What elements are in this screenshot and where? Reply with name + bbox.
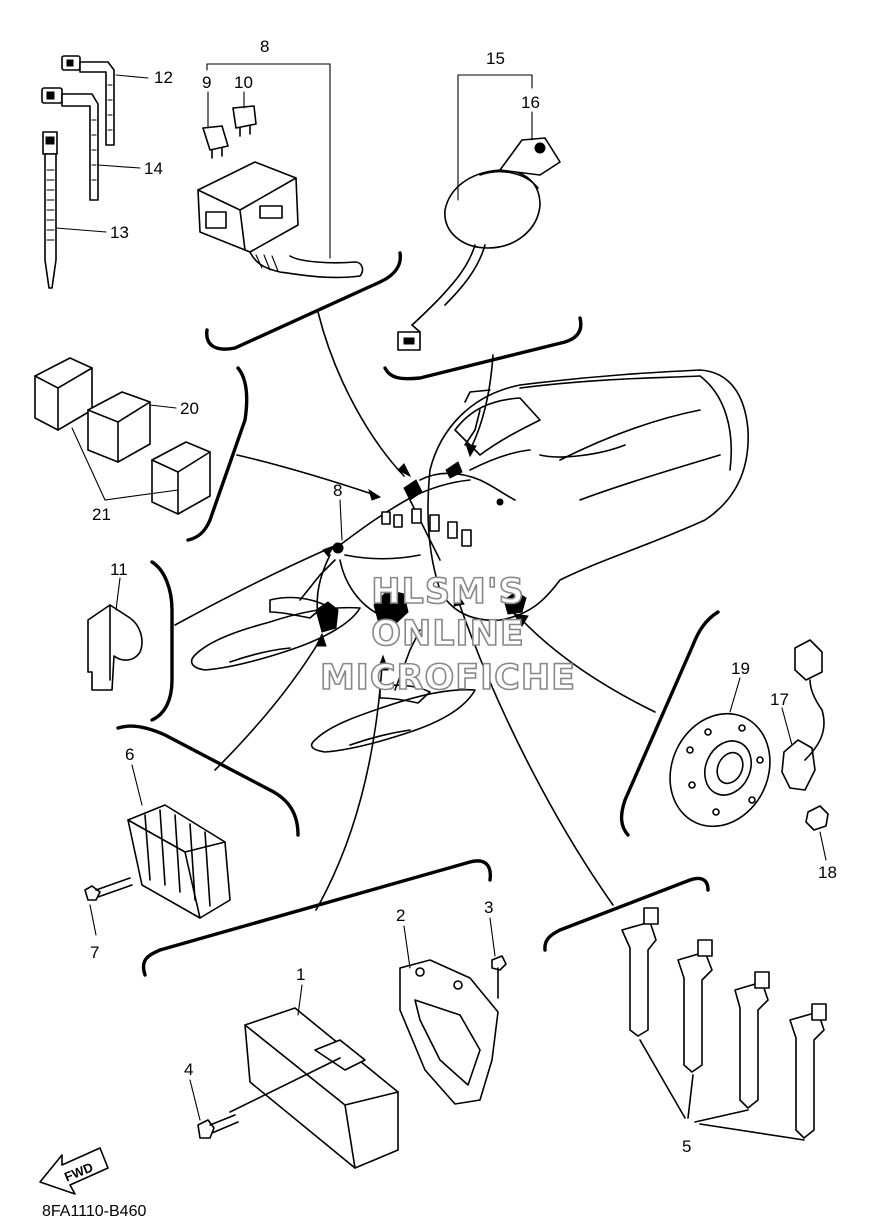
watermark: HLSM'S ONLINE MICROFICHE <box>319 571 576 699</box>
callout-19: 19 <box>731 659 750 678</box>
cable-ties <box>41 55 115 289</box>
relays <box>34 357 211 515</box>
reference-code: 8FA1110-B460 <box>42 1203 146 1220</box>
callout-2: 2 <box>396 906 405 925</box>
group-brackets <box>116 251 720 977</box>
watermark-line-2: ONLINE <box>371 614 525 654</box>
callout-3: 3 <box>484 898 493 917</box>
pickup-rotor <box>669 639 829 831</box>
callout-9: 9 <box>202 73 211 92</box>
callout-13: 13 <box>110 223 129 242</box>
callout-20: 20 <box>180 399 199 418</box>
callout-7: 7 <box>90 943 99 962</box>
callout-leaders <box>55 63 827 1121</box>
main-switch <box>397 137 561 351</box>
fuse-box <box>197 105 364 279</box>
callout-12: 12 <box>154 68 173 87</box>
callout-10: 10 <box>234 73 253 92</box>
ignition-coils <box>621 907 827 1141</box>
mounting-bracket <box>399 955 507 1105</box>
callout-21: 21 <box>92 505 111 524</box>
bracket-11 <box>87 604 143 691</box>
watermark-line-3: MICROFICHE <box>320 658 576 698</box>
callout-18: 18 <box>818 863 837 882</box>
callout-numbers: 1 2 3 4 5 6 7 8 8 9 10 11 12 13 14 15 16… <box>90 37 837 1156</box>
callout-8-center: 8 <box>333 481 342 500</box>
fwd-arrow-icon: FWD <box>39 1147 109 1195</box>
engine-assembly <box>190 369 749 753</box>
callout-14: 14 <box>144 159 163 178</box>
callout-17: 17 <box>770 690 789 709</box>
callout-8-top: 8 <box>260 37 269 56</box>
cdi-unit <box>197 1007 399 1169</box>
callout-11: 11 <box>110 560 128 579</box>
leader-arrows <box>174 311 656 911</box>
callout-5: 5 <box>682 1137 691 1156</box>
harness-plugs <box>381 508 472 547</box>
callout-1: 1 <box>296 965 305 984</box>
callout-6: 6 <box>125 745 134 764</box>
rectifier-regulator <box>84 804 231 919</box>
callout-16: 16 <box>521 93 540 112</box>
callout-15: 15 <box>486 49 505 68</box>
callout-4: 4 <box>184 1060 193 1079</box>
watermark-line-1: HLSM'S <box>371 572 525 612</box>
